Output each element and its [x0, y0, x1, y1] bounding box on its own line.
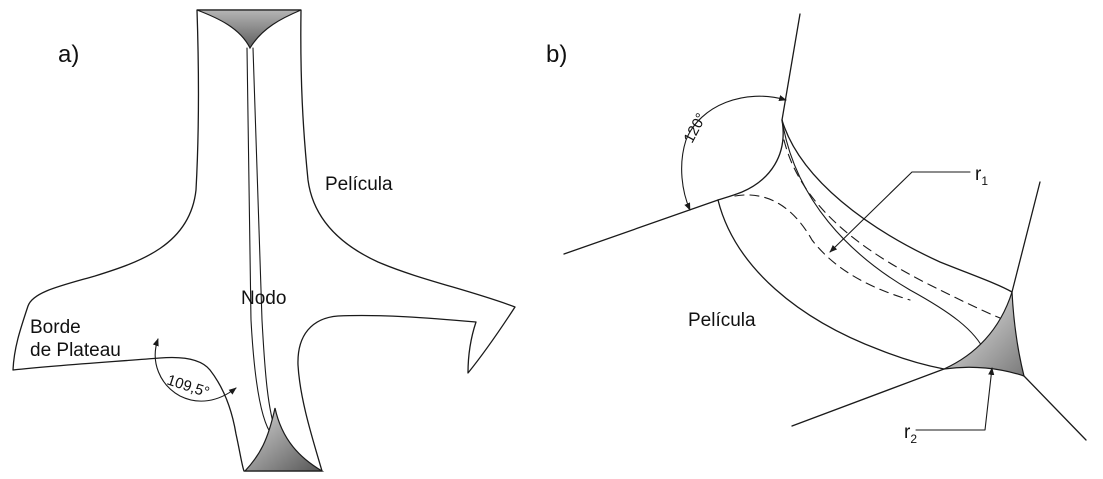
film-line-left	[563, 199, 719, 255]
angle-arc-120	[681, 95, 787, 211]
panel-b-label: b)	[546, 41, 567, 68]
hidden-line-2	[734, 194, 911, 301]
central-edge-right	[252, 47, 277, 433]
angle-label-109: 109,5°	[165, 372, 212, 402]
plateau-label-line1: Borde	[30, 317, 81, 338]
film-line-right	[1011, 181, 1041, 293]
r2-label: r2	[904, 422, 917, 446]
panel-b: b) 120° r1 r2 Película	[546, 13, 1087, 446]
channel-mid-edge	[781, 119, 986, 353]
r1-label: r1	[975, 164, 988, 188]
r1-leader	[829, 171, 971, 253]
node-outline	[12, 9, 516, 472]
film-line-lower-left	[791, 368, 945, 427]
film-line-lower-right	[1023, 375, 1087, 441]
node-label: Nodo	[241, 288, 286, 309]
central-edge-left	[246, 47, 273, 436]
panel-a-label: a)	[58, 41, 79, 68]
film-label-a: Película	[325, 174, 393, 195]
plateau-border-bottom	[243, 407, 325, 472]
left-cusp	[717, 119, 784, 201]
channel-lower-edge	[717, 199, 945, 370]
plateau-label-line2: de Plateau	[30, 340, 121, 361]
film-label-b: Película	[688, 310, 756, 331]
film-line-top	[781, 13, 801, 121]
angle-label-120: 120°	[681, 110, 711, 145]
plateau-border-b	[943, 291, 1025, 377]
channel-upper-edge	[781, 119, 1013, 293]
hidden-line-1	[783, 139, 1001, 319]
plateau-border-top	[196, 9, 302, 50]
r2-leader	[915, 367, 995, 431]
angle-arc-109	[152, 338, 237, 402]
panel-a: a) 109,5° Película Nodo Borde de Plateau	[12, 9, 516, 472]
